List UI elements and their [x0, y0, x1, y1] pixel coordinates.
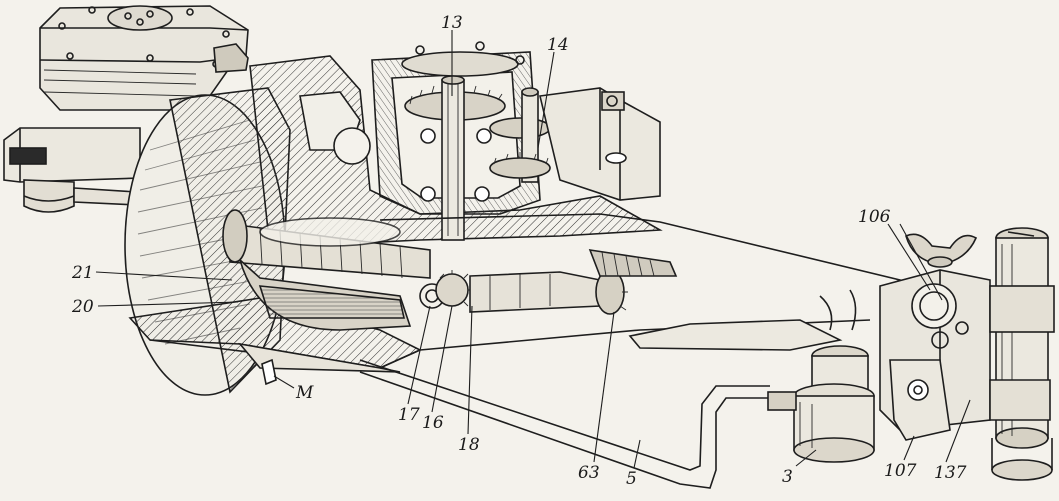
label-13: 13	[441, 13, 463, 33]
label-m: M	[295, 383, 314, 403]
worm-shaft	[222, 209, 678, 331]
right-assembly	[879, 227, 1055, 481]
label-17: 17	[398, 405, 420, 425]
gear-column	[371, 41, 551, 241]
label-18: 18	[458, 435, 480, 455]
label-106: 106	[858, 207, 891, 227]
label-107: 107	[884, 461, 917, 481]
label-20: 20	[71, 297, 94, 317]
top-cover-housing	[39, 5, 249, 111]
leader-lines	[95, 30, 971, 469]
label-3: 3	[782, 467, 793, 487]
label-63: 63	[578, 463, 600, 483]
marker-m	[261, 358, 277, 386]
cylinder-3	[767, 345, 875, 463]
tube-5	[359, 359, 770, 489]
label-16: 16	[422, 413, 444, 433]
label-14: 14	[547, 35, 569, 55]
label-137: 137	[934, 463, 967, 483]
main-housing	[128, 55, 663, 373]
label-21: 21	[71, 263, 94, 283]
label-5: 5	[626, 469, 637, 489]
side-bracket	[539, 87, 661, 201]
callout-labels: 13 14 106 21 20 M 17 16 18 63 5 3 107 13…	[71, 13, 967, 489]
